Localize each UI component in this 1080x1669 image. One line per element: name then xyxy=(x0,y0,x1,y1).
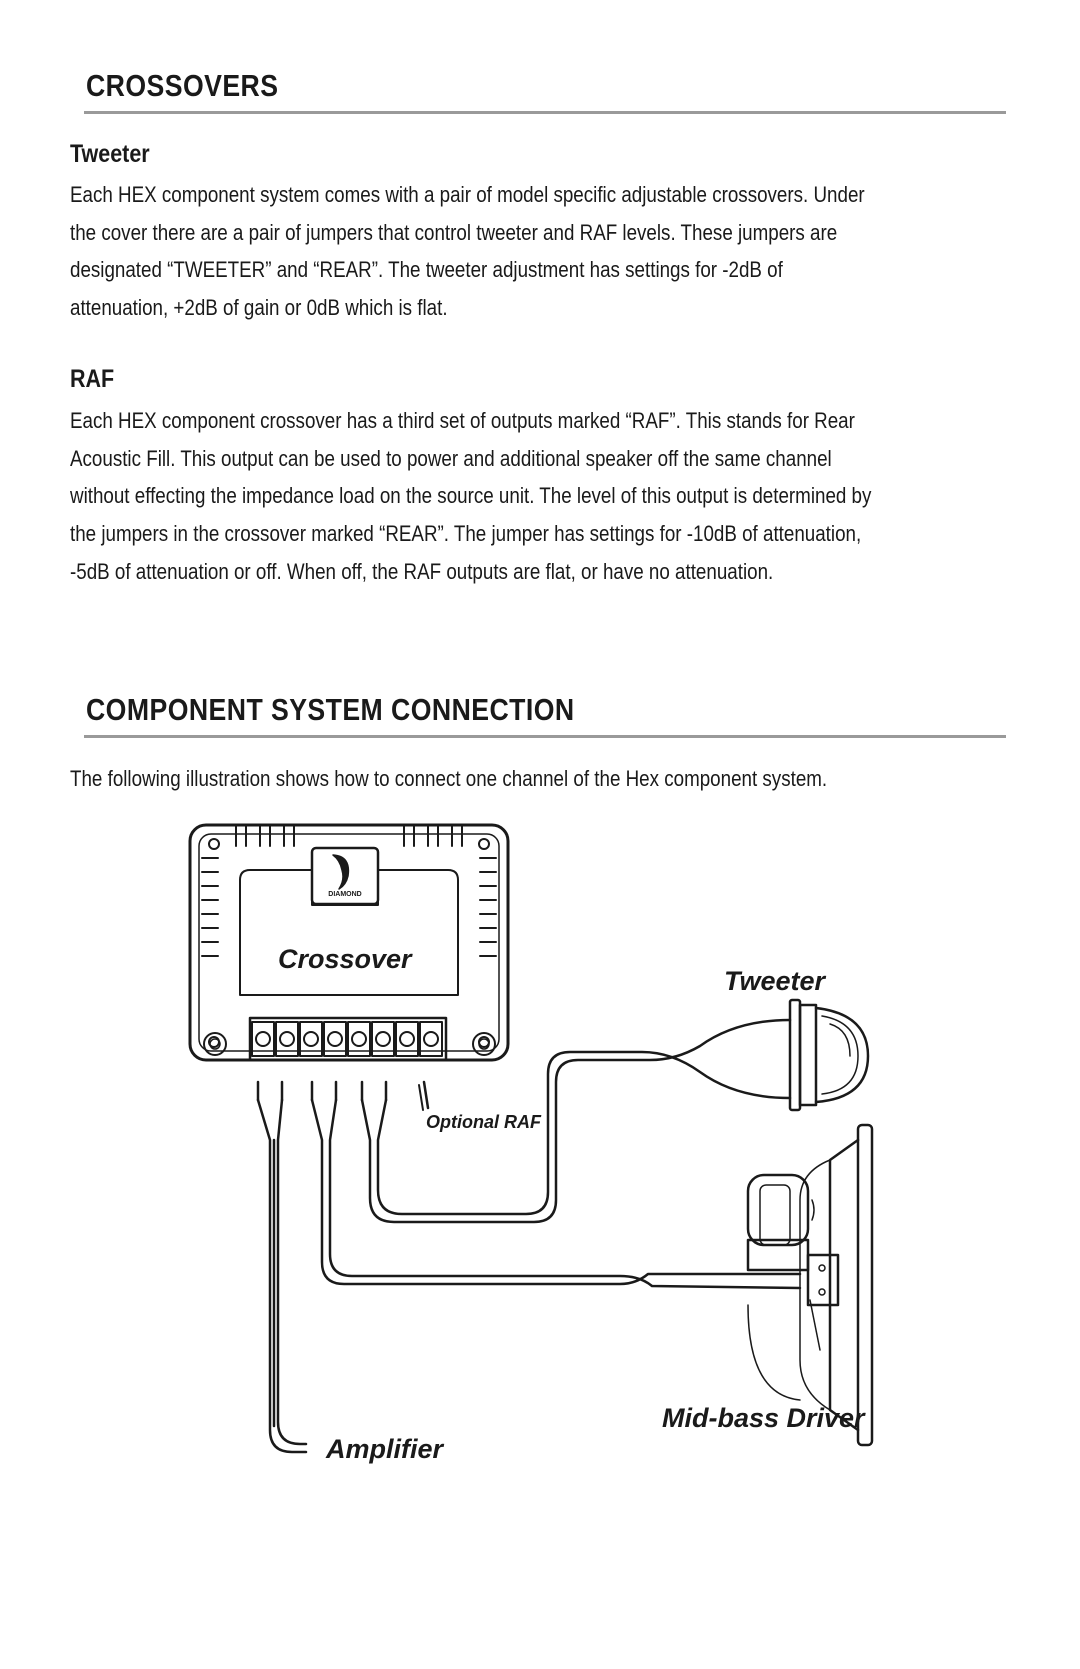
screw-icon xyxy=(203,1032,227,1056)
tweeter-speaker xyxy=(788,998,870,1112)
wiring-diagram: DIAMOND Crossover xyxy=(188,823,874,1464)
diamond-logo-icon xyxy=(332,854,350,890)
paragraph-line: Acoustic Fill. This output can be used t… xyxy=(70,445,832,471)
connection-intro: The following illustration shows how to … xyxy=(70,766,828,791)
paragraph-line: Each HEX component system comes with a p… xyxy=(70,182,865,207)
section-divider xyxy=(84,735,1006,738)
speaker-wires xyxy=(256,1018,802,1454)
crossover-label: Crossover xyxy=(278,944,413,974)
raf-paragraph: Each HEX component crossover has a third… xyxy=(70,402,1030,591)
paragraph-line: without effecting the impedance load on … xyxy=(70,483,872,509)
subheading-raf: RAF xyxy=(70,365,115,393)
brand-label: DIAMOND xyxy=(328,891,361,898)
section-divider xyxy=(84,111,1006,114)
section-title-crossovers: CROSSOVERS xyxy=(86,68,279,103)
optional-raf-label: Optional RAF xyxy=(426,1112,542,1132)
paragraph-line: Each HEX component crossover has a third… xyxy=(70,408,855,433)
midbass-driver xyxy=(746,1123,874,1447)
crossover-unit: DIAMOND Crossover xyxy=(188,823,510,1062)
tweeter-paragraph: Each HEX component system comes with a p… xyxy=(70,176,1022,327)
paragraph-line: the jumpers in the crossover marked “REA… xyxy=(70,521,862,547)
terminal-block xyxy=(248,1016,448,1062)
paragraph-line: designated “TWEETER” and “REAR”. The twe… xyxy=(70,257,783,283)
paragraph-line: the cover there are a pair of jumpers th… xyxy=(70,219,838,245)
paragraph-line: attenuation, +2dB of gain or 0dB which i… xyxy=(70,295,448,321)
amplifier-label: Amplifier xyxy=(325,1434,445,1464)
screw-icon xyxy=(472,1032,496,1056)
paragraph-line: -5dB of attenuation or off. When off, th… xyxy=(70,558,774,584)
subheading-tweeter: Tweeter xyxy=(70,140,150,168)
section-title-connection: COMPONENT SYSTEM CONNECTION xyxy=(86,692,575,727)
midbass-label: Mid-bass Driver xyxy=(662,1403,866,1433)
tweeter-label: Tweeter xyxy=(724,966,827,996)
